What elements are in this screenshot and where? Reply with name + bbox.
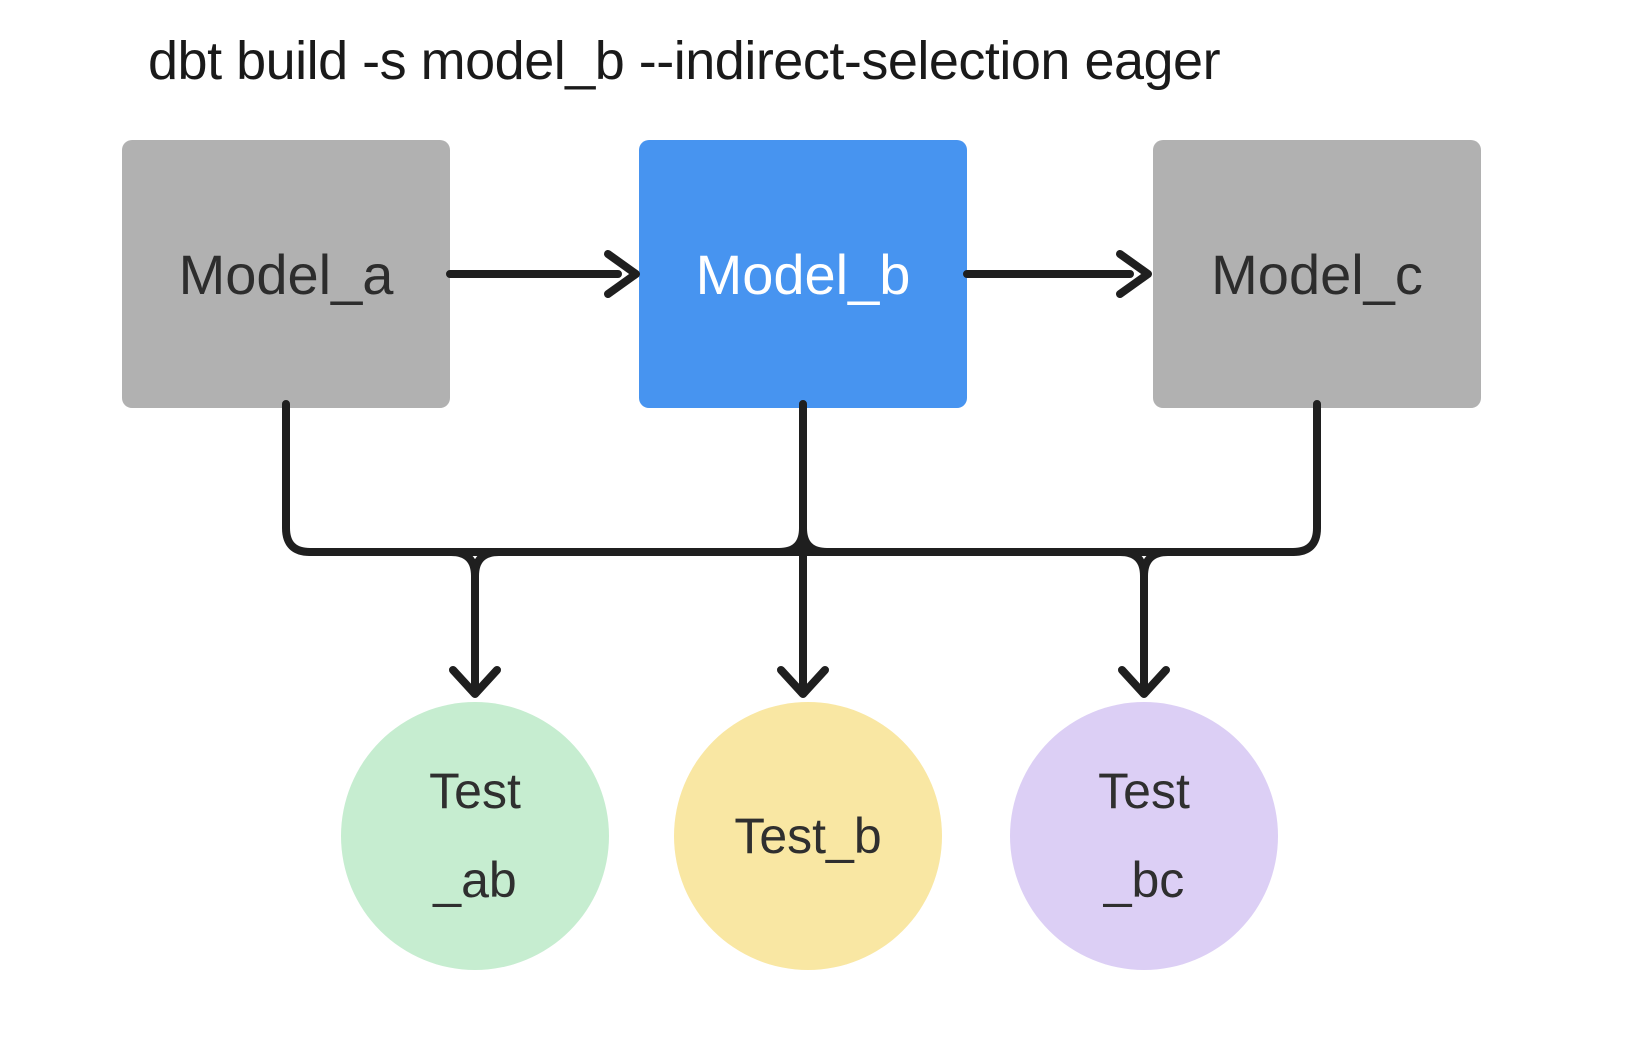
node-model-a: Model_a <box>122 140 450 408</box>
edge-model-b-to-model-c-arrow <box>963 250 1152 298</box>
node-test-bc: Test _bc <box>1010 702 1278 970</box>
edge-model-c-drop-line <box>1289 400 1321 556</box>
node-test-ab-label-line1: Test <box>429 763 521 819</box>
edge-to-test-ab-arrow <box>447 548 503 698</box>
edge-model-a-to-model-b-arrow <box>446 250 640 298</box>
node-test-bc-label-line2: _bc <box>1103 852 1185 908</box>
node-test-ab-label-line2: _ab <box>433 852 517 908</box>
node-model-c: Model_c <box>1153 140 1481 408</box>
node-model-b: Model_b <box>639 140 967 408</box>
node-test-ab: Test _ab <box>341 702 609 970</box>
node-test-b: Test_b <box>674 702 942 970</box>
node-model-c-label: Model_c <box>1211 242 1423 306</box>
edge-to-test-bc-arrow <box>1116 548 1172 698</box>
node-model-b-label: Model_b <box>695 242 911 306</box>
edge-model-b-to-test-b-arrow <box>775 400 831 698</box>
command-title: dbt build -s model_b --indirect-selectio… <box>148 31 1221 91</box>
node-model-a-label: Model_a <box>178 242 394 306</box>
node-test-bc-label-line1: Test <box>1098 763 1190 819</box>
node-test-b-label: Test_b <box>734 807 882 864</box>
edge-model-a-drop-line <box>282 400 314 556</box>
